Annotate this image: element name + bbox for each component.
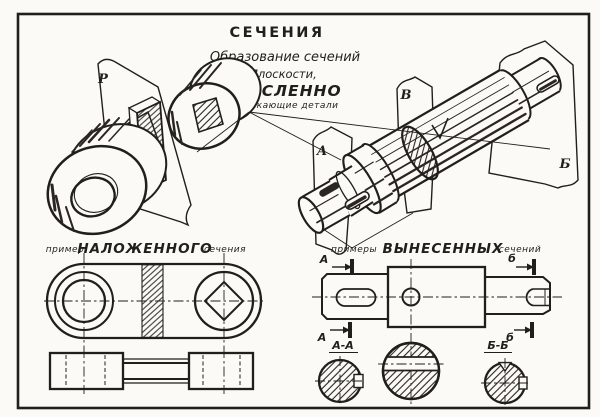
section-aa-label: А-А: [331, 339, 354, 352]
plane-v-label: В: [400, 88, 412, 103]
drum-shading-lines: [50, 117, 130, 232]
caption-removed-main: ВЫНЕСЕННЫХ: [383, 241, 504, 257]
link-front-view: [48, 348, 255, 394]
page-border-frame: [16, 12, 591, 410]
header: СЕЧЕНИЯ Образование сечений Плоскости, М…: [210, 25, 360, 111]
plane-b-label: Б: [558, 157, 570, 172]
figure-removed-sections: примеры ВЫНЕСЕННЫХ сечений А: [312, 241, 562, 408]
cut-off-piece: [167, 57, 262, 150]
leader-lines: [196, 111, 551, 249]
caption-overlaid-suffix: сечения: [204, 245, 246, 255]
subtitle-line-4: рассекающие детали: [226, 101, 338, 111]
section-bb-label: Б-Б: [487, 339, 508, 352]
section-view-aa: А-А: [315, 339, 365, 406]
subtitle-line-1: Образование сечений: [210, 50, 360, 65]
keyway-slot-left: [319, 182, 340, 197]
pictorial-shaft-with-planes: А В Б: [297, 40, 579, 255]
caption-removed-suffix: сечений: [499, 245, 541, 255]
page-title: СЕЧЕНИЯ: [229, 25, 324, 41]
hatched-section-at-v: [401, 125, 439, 181]
shaft-front-view: А А б б: [312, 252, 562, 404]
cut-mark-b-bottom-label: б: [506, 331, 514, 344]
shaft-left-end: [297, 196, 325, 234]
link-top-view: [44, 253, 266, 349]
keyway-slot-left: [335, 288, 377, 307]
drum-shading-lines: [170, 62, 222, 145]
keyway-slot-right-open: [525, 288, 550, 307]
cut-mark-b-top-label: б: [508, 252, 516, 265]
link-outline: [45, 262, 263, 340]
cut-mark-b-top: б: [508, 252, 536, 275]
caption-removed-prefix: примеры: [331, 245, 377, 255]
hatched-square-hole: [192, 96, 224, 134]
keyway-pocket-collar: [344, 190, 370, 210]
v-groove-notch: [431, 117, 449, 140]
cut-mark-a-top-label: А: [319, 253, 329, 266]
eye-hole: [70, 176, 116, 218]
cut-mark-a-top: А: [319, 253, 354, 275]
shaft-shading-lines: [309, 70, 557, 224]
keyway-slot-right: [536, 75, 560, 93]
plane-p-label: Р: [97, 72, 109, 87]
eye-cylinder: [46, 117, 168, 236]
plane-a-label: А: [316, 144, 328, 159]
square-hole: [203, 280, 245, 322]
subtitle-line-2: Плоскости,: [249, 67, 317, 81]
section-view-bb: Б-Б: [481, 339, 529, 408]
cut-mark-a-bottom-label: А: [317, 331, 327, 344]
pictorial-cut-by-plane-p: Р: [46, 57, 262, 236]
caption-overlaid-main: НАЛОЖЕННОГО: [77, 241, 212, 257]
section-view-middle: [378, 341, 445, 401]
shaft-right-step: [484, 276, 551, 315]
figure-overlaid-section: пример НАЛОЖЕННОГО сечения: [44, 241, 266, 394]
shaft-body: [297, 57, 562, 234]
caption-overlaid-prefix: пример: [46, 245, 85, 255]
cut-mark-b-bottom: б: [506, 322, 534, 344]
shaft-left-step: [321, 273, 389, 320]
cut-mark-a-bottom: А: [317, 322, 352, 344]
